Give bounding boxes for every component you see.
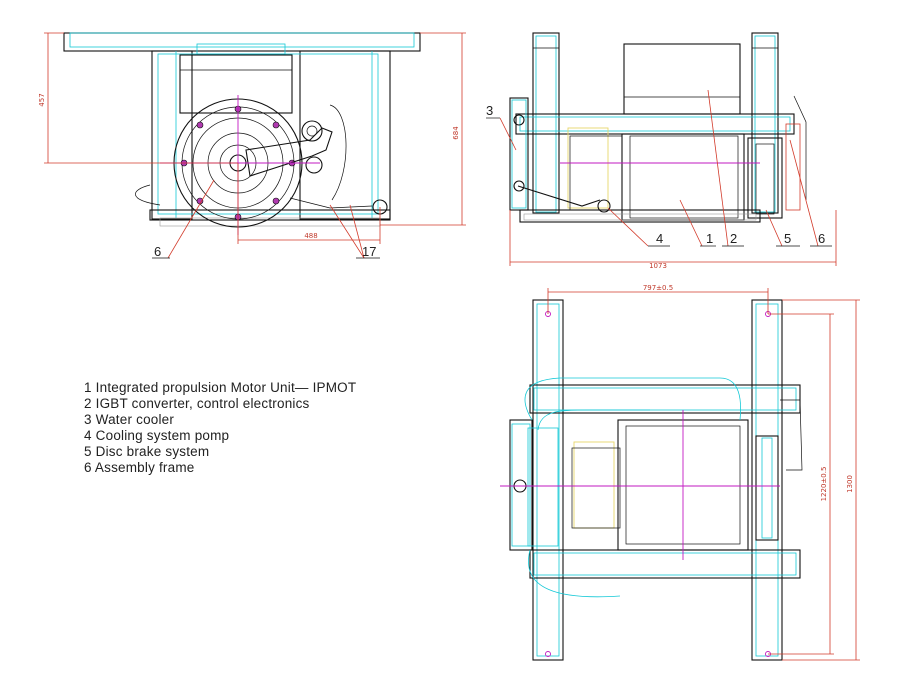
callout-side-motor: 1 <box>706 231 713 246</box>
legend-item: 6 Assembly frame <box>84 460 195 475</box>
callout-side-brake: 5 <box>784 231 791 246</box>
dim-front-width: 488 <box>304 232 317 240</box>
dim-top-inner-length: 1220±0.5 <box>820 467 828 502</box>
legend-item: 3 Water cooler <box>84 412 174 427</box>
dim-top-total-length: 1300 <box>846 475 854 493</box>
legend-item: 1 Integrated propulsion Motor Unit— IPMO… <box>84 380 356 395</box>
legend: 1 Integrated propulsion Motor Unit— IPMO… <box>84 380 356 475</box>
callout-side-pump: 4 <box>656 231 663 246</box>
callout-side-converter: 2 <box>730 231 737 246</box>
dim-front-total-height: 684 <box>452 126 460 140</box>
callout-side-frame: 6 <box>818 231 825 246</box>
legend-item: 2 IGBT converter, control electronics <box>84 396 310 411</box>
dim-front-height: 457 <box>38 93 46 106</box>
callout-side-cooler: 3 <box>486 103 493 118</box>
callout-front-frame: 6 <box>154 244 161 259</box>
front-view <box>44 32 466 259</box>
top-view <box>500 288 860 661</box>
legend-item: 4 Cooling system pomp <box>84 428 229 443</box>
legend-item: 5 Disc brake system <box>84 444 209 459</box>
side-view <box>486 32 837 266</box>
dim-top-hole-spacing: 797±0.5 <box>643 284 673 292</box>
callout-front-item17: 17 <box>362 244 376 259</box>
dim-side-length: 1073 <box>649 262 667 270</box>
